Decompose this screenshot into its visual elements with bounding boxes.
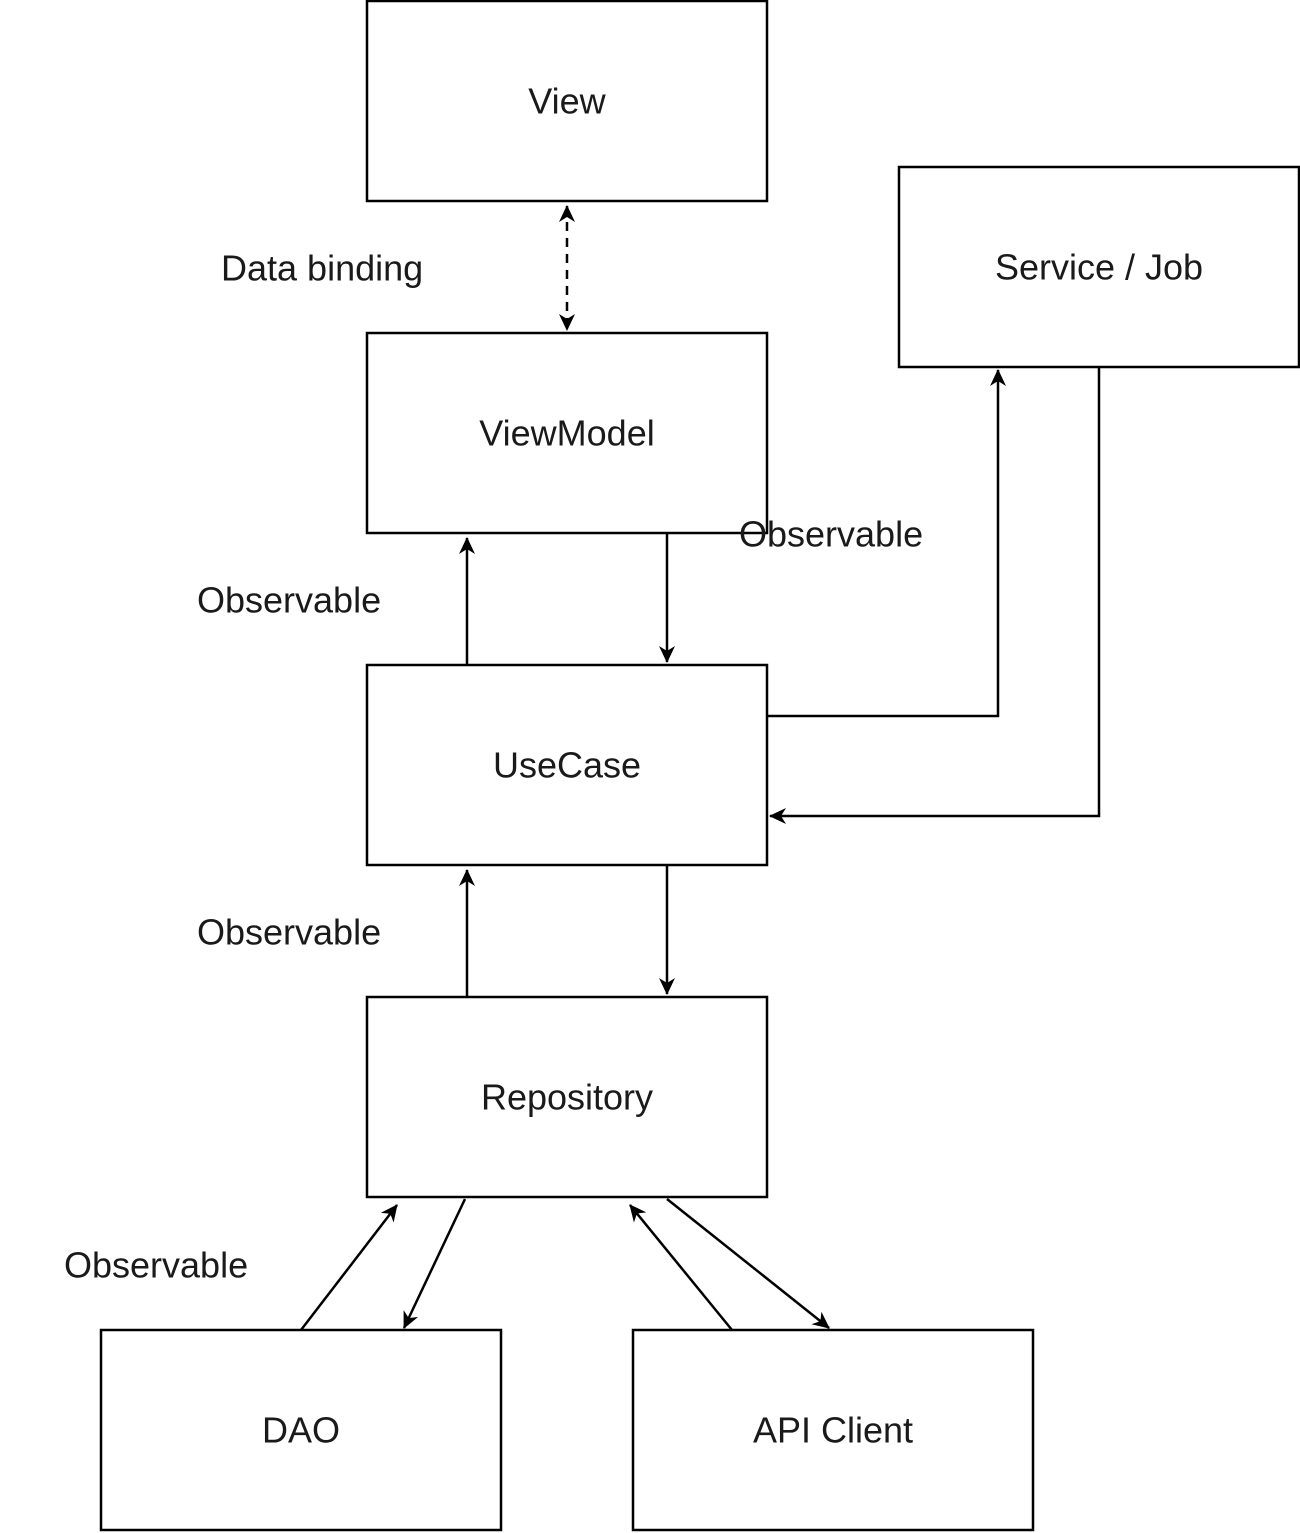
node-view-label: View (528, 81, 606, 122)
edge-api-to-repository (629, 1204, 733, 1331)
node-service-job: Service / Job (897, 165, 1300, 369)
node-view: View (365, 0, 769, 203)
node-usecase-label: UseCase (493, 745, 641, 786)
edge-repository-to-api (666, 1198, 830, 1329)
label-observable-dao-repository: Observable (64, 1245, 248, 1286)
label-data-binding: Data binding (221, 248, 423, 289)
node-repository: Repository (365, 995, 769, 1199)
node-viewmodel-label: ViewModel (479, 413, 654, 454)
node-dao-label: DAO (262, 1410, 340, 1451)
node-repository-label: Repository (481, 1077, 653, 1118)
label-observable-viewmodel-service: Observable (739, 514, 923, 555)
edge-usecase-to-service (767, 369, 1006, 718)
label-observable-usecase-viewmodel: Observable (197, 580, 381, 621)
node-usecase: UseCase (365, 663, 769, 867)
node-viewmodel: ViewModel (365, 331, 769, 535)
edge-service-to-usecase (769, 367, 1101, 824)
edge-repository-to-dao (402, 1198, 467, 1329)
node-api-client-label: API Client (753, 1410, 913, 1451)
label-observable-repository-usecase: Observable (197, 912, 381, 953)
node-api-client: API Client (631, 1328, 1035, 1532)
node-service-job-label: Service / Job (995, 247, 1203, 288)
node-dao: DAO (99, 1328, 503, 1532)
edge-dao-to-repository (300, 1204, 398, 1331)
